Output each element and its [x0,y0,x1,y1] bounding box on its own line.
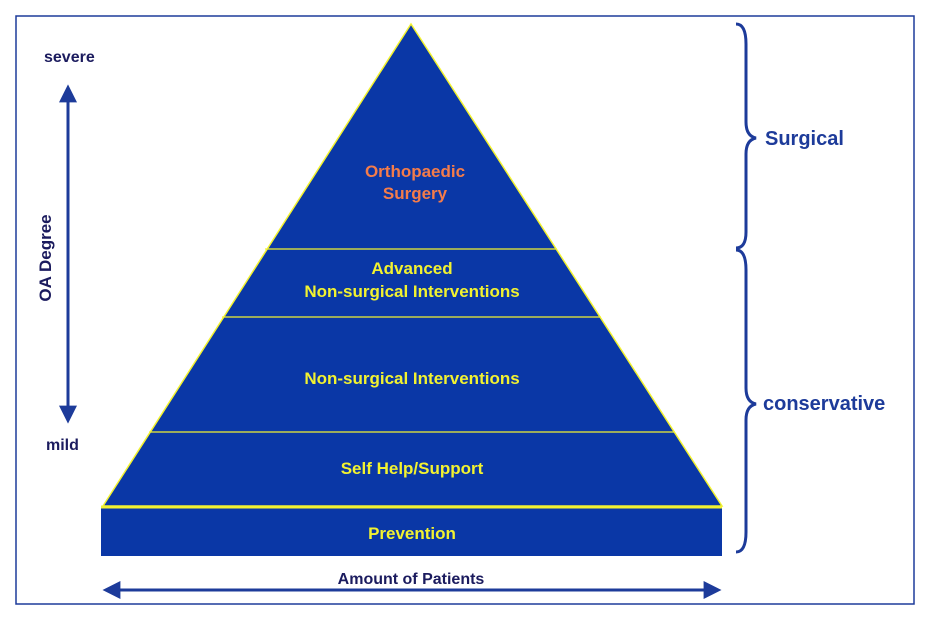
bracket-lower-label: conservative [763,393,885,415]
bracket-upper-label: Surgical [765,128,844,150]
level-surgery-line1: Orthopaedic [365,162,465,181]
level-prevention: Prevention [368,524,456,543]
axis-left-bottom-label: mild [46,437,79,454]
bracket-upper [735,22,757,250]
diagram-frame [15,15,915,605]
level-selfhelp: Self Help/Support [341,459,484,478]
bracket-lower [735,248,757,554]
axis-bottom-title: Amount of Patients [338,571,485,588]
prevention-base [101,507,722,556]
level-advanced-line1: Advanced [371,259,452,278]
level-nonsurgical: Non-surgical Interventions [304,369,519,388]
axis-left-title: OA Degree [36,214,55,301]
level-surgery-line2: Surgery [383,184,448,203]
level-advanced-line2: Non-surgical Interventions [304,282,519,301]
axis-left-top-label: severe [44,49,95,66]
